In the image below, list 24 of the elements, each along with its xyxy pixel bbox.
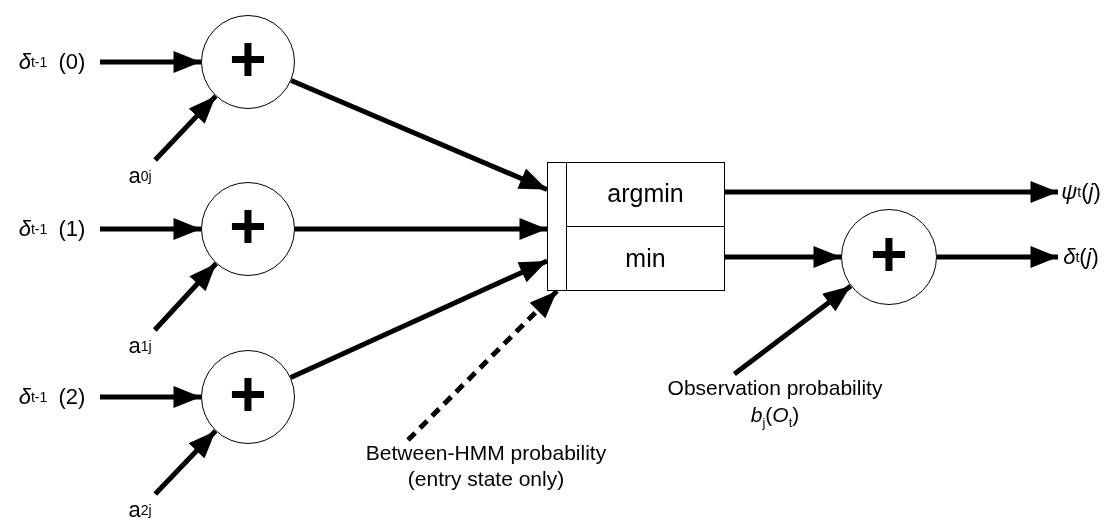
math-label: b$_{j}$(O$_{t}$) [750,402,800,433]
arrow [295,218,547,240]
arrow [289,258,549,380]
selector-box [547,162,725,291]
arrow [732,283,853,376]
arrow [153,94,218,162]
operation-cell: argmin [565,161,725,227]
operation-cell: min [565,226,725,291]
arrow [152,261,218,332]
arrow [153,429,218,496]
arrow [937,246,1058,268]
arrow [725,246,841,268]
arrow [100,51,201,73]
annotation-text: Observation probability [667,375,883,401]
plus-sign: + [870,222,908,286]
plus-sign: + [229,362,267,426]
annotation-text: Between-HMM probability (entry state only) [346,440,626,504]
arrow [100,218,201,240]
plus-sign: + [229,27,267,91]
arrow [725,181,1058,203]
arrow [100,386,201,408]
arrow [290,78,548,192]
plus-sign: + [229,194,267,258]
dashed-arrow [406,289,559,442]
